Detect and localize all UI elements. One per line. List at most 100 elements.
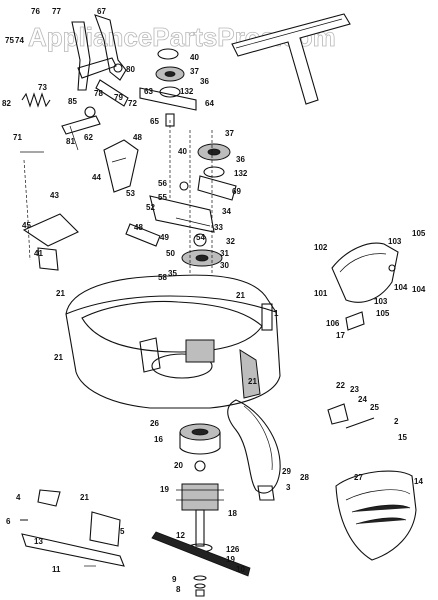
callout-label: 75 — [5, 36, 14, 45]
callout-label: 81 — [66, 137, 75, 146]
callout-label: 4 — [16, 493, 21, 502]
callout-label: 53 — [126, 189, 135, 198]
callout-label: 102 — [314, 243, 328, 252]
callout-label: 48 — [134, 223, 143, 232]
deck-belt — [227, 399, 281, 494]
callout-label: 49 — [160, 233, 169, 242]
idler-pulley-stack — [139, 48, 197, 127]
callout-label: 37 — [225, 129, 234, 138]
callout-label: 36 — [236, 155, 245, 164]
callout-label: 37 — [190, 67, 199, 76]
callout-label: 62 — [84, 133, 93, 142]
callout-label: 21 — [56, 289, 65, 298]
callout-label: 3 — [286, 483, 291, 492]
callout-label: 1 — [274, 309, 279, 318]
callout-label: 13 — [34, 537, 43, 546]
mower-deck — [65, 274, 281, 409]
mower-blade — [151, 531, 251, 577]
callout-label: 64 — [205, 99, 214, 108]
rear-guard — [327, 403, 417, 561]
callout-label: 36 — [200, 77, 209, 86]
callout-label: 101 — [314, 289, 328, 298]
callout-label: 104 — [412, 285, 426, 294]
callout-label: 23 — [350, 385, 359, 394]
callout-label: 78 — [94, 89, 103, 98]
discharge-chute — [331, 242, 399, 331]
callout-label: 54 — [196, 233, 205, 242]
callout-label: 35 — [168, 269, 177, 278]
callout-label: 2 — [394, 417, 399, 426]
callout-label: 76 — [31, 7, 40, 16]
callout-label: 67 — [97, 7, 106, 16]
callout-label: 40 — [178, 147, 187, 156]
callout-label: 33 — [214, 223, 223, 232]
callout-label: 43 — [50, 191, 59, 200]
callout-label: 19 — [226, 555, 235, 564]
callout-label: 72 — [128, 99, 137, 108]
callout-label: 24 — [358, 395, 367, 404]
blade-spindle-assembly — [176, 423, 224, 553]
belt-guide-bracket — [103, 139, 139, 193]
callout-label: 21 — [248, 377, 257, 386]
callout-label: 12 — [176, 531, 185, 540]
callout-label: 50 — [166, 249, 175, 258]
callout-label: 132 — [180, 87, 194, 96]
callout-label: 26 — [150, 419, 159, 428]
callout-label: 106 — [326, 319, 340, 328]
callout-label: 17 — [336, 331, 345, 340]
callout-label: 8 — [176, 585, 181, 594]
callout-label: 40 — [190, 53, 199, 62]
callout-label: 21 — [80, 493, 89, 502]
callout-label: 79 — [114, 93, 123, 102]
callout-label: 132 — [234, 169, 248, 178]
callout-label: 58 — [158, 273, 167, 282]
callout-label: 6 — [6, 517, 11, 526]
callout-label: 63 — [144, 87, 153, 96]
callout-label: 19 — [160, 485, 169, 494]
lift-linkage-parts — [61, 14, 129, 151]
callout-label: 34 — [222, 207, 231, 216]
callout-label: 73 — [38, 83, 47, 92]
drive-pulley-assembly — [125, 143, 237, 267]
callout-label: 55 — [158, 193, 167, 202]
callout-label: 21 — [54, 353, 63, 362]
callout-label: 103 — [388, 237, 402, 246]
callout-label: 85 — [68, 97, 77, 106]
callout-label: 11 — [52, 565, 61, 574]
callout-label: 80 — [126, 65, 135, 74]
callout-label: 10 — [236, 565, 245, 574]
callout-label: 105 — [376, 309, 390, 318]
callout-label: 31 — [220, 249, 229, 258]
callout-label: 5 — [120, 527, 125, 536]
callout-label: 103 — [374, 297, 388, 306]
callout-label: 27 — [354, 473, 363, 482]
spring-72-icon — [21, 92, 51, 108]
callout-label: 15 — [398, 433, 407, 442]
callout-label: 105 — [412, 229, 426, 238]
callout-label: 48 — [133, 133, 142, 142]
callout-label: 30 — [220, 261, 229, 270]
callout-label: 77 — [52, 7, 61, 16]
callout-label: 9 — [172, 575, 177, 584]
callout-label: 74 — [15, 36, 24, 45]
callout-label: 45 — [22, 221, 31, 230]
callout-label: 104 — [394, 283, 408, 292]
callout-label: 22 — [336, 381, 345, 390]
callout-label: 29 — [282, 467, 291, 476]
callout-label: 82 — [2, 99, 11, 108]
callout-label: 32 — [226, 237, 235, 246]
callout-label: 41 — [34, 249, 43, 258]
callout-label: 18 — [228, 509, 237, 518]
blade-hardware — [193, 575, 207, 597]
callout-label: 52 — [146, 203, 155, 212]
callout-label: 28 — [300, 473, 309, 482]
callout-label: 126 — [226, 545, 240, 554]
callout-label: 65 — [150, 117, 159, 126]
callout-label: 16 — [154, 435, 163, 444]
callout-label: 14 — [414, 477, 423, 486]
callout-label: 71 — [13, 133, 22, 142]
cable-path — [20, 151, 79, 271]
front-hanger-arm — [20, 489, 125, 567]
deck-brackets — [139, 337, 275, 501]
